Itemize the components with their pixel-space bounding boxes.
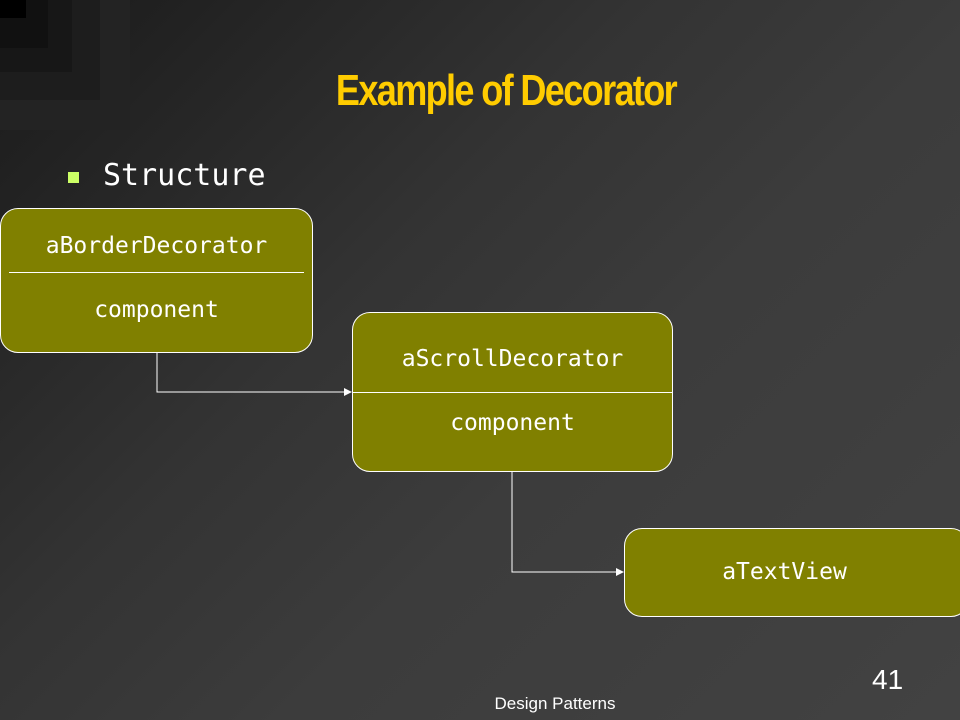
bullet-text: Structure (103, 158, 266, 193)
slide-title: Example of Decorator (335, 66, 678, 115)
border-decorator-name: aBorderDecorator (45, 233, 268, 259)
border-decorator-field: component (94, 297, 219, 323)
scroll-decorator-name: aScrollDecorator (401, 346, 624, 372)
border-decorator-divider (9, 272, 304, 273)
connector-border-to-scroll (156, 353, 352, 396)
text-view-name: aTextView (722, 559, 847, 585)
scroll-decorator-field: component (450, 410, 575, 436)
connector-scroll-to-textview (511, 472, 624, 576)
scroll-decorator-box: aScrollDecorator component (352, 312, 673, 472)
footer-text: Design Patterns (494, 694, 616, 713)
page-number: 41 (872, 664, 904, 695)
bullet-marker (68, 172, 79, 183)
border-decorator-box: aBorderDecorator component (0, 208, 313, 353)
corner-square (0, 0, 26, 18)
text-view-box: aTextView (624, 528, 960, 617)
scroll-decorator-divider (353, 392, 672, 393)
